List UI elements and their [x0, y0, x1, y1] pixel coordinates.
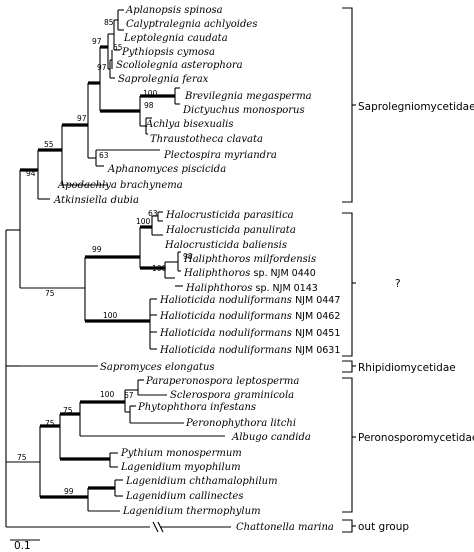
- taxon-label: Sapromyces elongatus: [100, 362, 215, 373]
- bootstrap-label: 98: [183, 252, 193, 261]
- taxon-label: Halioticida noduliformans NJM 0462: [159, 311, 340, 322]
- bootstrap-label: 100: [103, 311, 118, 320]
- taxon-label: Aphanomyces piscicida: [107, 164, 226, 175]
- taxon-label: Lagenidium chthamalophilum: [125, 476, 278, 487]
- taxon-label: Halioticida noduliformans NJM 0451: [159, 328, 340, 339]
- taxon-label: Lagenidium thermophylum: [122, 506, 261, 517]
- scale-bar: 0.1: [10, 539, 40, 552]
- taxon-label: Pythium monospermum: [120, 448, 242, 459]
- bootstrap-label: 98: [144, 101, 154, 110]
- taxon-label: Brevilegnia megasperma: [184, 91, 312, 102]
- taxon-label: Atkinsiella dubia: [53, 195, 139, 206]
- taxon-label: Halocrusticida baliensis: [164, 240, 287, 251]
- group-label-unknown: ?: [395, 278, 401, 290]
- taxon-label: Apodachlya brachynema: [57, 180, 183, 191]
- bootstrap-label: 99: [92, 245, 102, 254]
- bootstrap-label: 94: [26, 169, 36, 178]
- group-label-rhipidiomycetidae: Rhipidiomycetidae: [358, 362, 456, 374]
- taxon-label: Chattonella marina: [236, 522, 334, 533]
- taxon-label: Scoliolegnia asterophora: [116, 60, 243, 71]
- taxon-label: Leptolegnia caudata: [123, 33, 228, 44]
- bootstrap-label: 55: [44, 140, 54, 149]
- taxon-label: Dictyuchus monosporus: [182, 105, 305, 116]
- taxon-label: Haliphthoros milfordensis: [183, 254, 316, 265]
- taxon-label: Lagenidium myophilum: [120, 462, 241, 473]
- bracket-peronosporomycetidae: [342, 377, 353, 513]
- bootstrap-label: 75: [45, 289, 55, 298]
- group-label-saprolegniomycetidae: Saprolegniomycetidae: [358, 101, 474, 113]
- bootstrap-values: 85 97 55 97 100 98 97 63 55 94 63 100 99…: [17, 18, 193, 496]
- taxon-label: Sclerospora graminicola: [170, 390, 294, 401]
- bootstrap-label: 100: [100, 390, 115, 399]
- taxon-label: Saprolegnia ferax: [118, 74, 209, 85]
- bootstrap-label: 75: [45, 419, 55, 428]
- bootstrap-label: 75: [17, 453, 27, 462]
- scale-bar-label: 0.1: [14, 540, 31, 552]
- bootstrap-label: 97: [77, 114, 87, 123]
- taxon-label: Pythiopsis cymosa: [121, 47, 215, 58]
- taxon-label: Halioticida noduliformans NJM 0631: [159, 345, 340, 356]
- taxon-label: Haliphthoros sp. NJM 0440: [183, 268, 316, 279]
- taxon-label: Halocrusticida parasitica: [165, 210, 294, 221]
- taxon-label: Thraustotheca clavata: [150, 134, 263, 145]
- taxon-label: Halioticida noduliformans NJM 0447: [159, 295, 340, 306]
- tree-branches: [5, 9, 231, 533]
- taxon-label: Albugo candida: [231, 432, 311, 443]
- bootstrap-label: 85: [104, 18, 114, 27]
- taxon-label: Lagenidium callinectes: [125, 491, 243, 502]
- bootstrap-label: 55: [113, 43, 123, 52]
- taxon-label: Peronophythora litchi: [185, 418, 296, 429]
- taxon-label: Aplanopsis spinosa: [125, 5, 223, 16]
- bootstrap-label: 97: [97, 63, 107, 72]
- bootstrap-label: 100: [136, 217, 151, 226]
- bootstrap-label: 63: [148, 209, 158, 218]
- taxon-label: Achlya bisexualis: [145, 119, 234, 130]
- taxon-label: Phytophthora infestans: [137, 402, 256, 413]
- bootstrap-label: 75: [63, 406, 73, 415]
- group-label-peronosporomycetidae: Peronosporomycetidae: [358, 432, 474, 444]
- bootstrap-label: 67: [124, 391, 134, 400]
- group-brackets: Saprolegniomycetidae ? Rhipidiomycetidae…: [342, 7, 474, 533]
- group-label-outgroup: out group: [358, 521, 409, 533]
- bootstrap-label: 100: [143, 89, 158, 98]
- bracket-saprolegniomycetidae: [342, 7, 353, 203]
- bootstrap-label: 97: [92, 37, 102, 46]
- bootstrap-label: 99: [64, 487, 74, 496]
- taxon-labels: Aplanopsis spinosa Calyptralegnia achlyo…: [53, 5, 340, 533]
- taxon-label: Calyptralegnia achlyoides: [126, 19, 257, 30]
- bracket-unknown: [342, 212, 353, 357]
- taxon-label: Paraperonospora leptosperma: [145, 376, 299, 387]
- taxon-label: Haliphthoros sp. NJM 0143: [185, 283, 318, 294]
- bracket-outgroup: [342, 519, 353, 533]
- taxon-label: Plectospira myriandra: [163, 150, 277, 161]
- bootstrap-label: 63: [99, 151, 109, 160]
- bracket-rhipidiomycetidae: [342, 360, 353, 373]
- taxon-label: Halocrusticida panulirata: [165, 225, 296, 236]
- bootstrap-label: 100: [152, 264, 167, 273]
